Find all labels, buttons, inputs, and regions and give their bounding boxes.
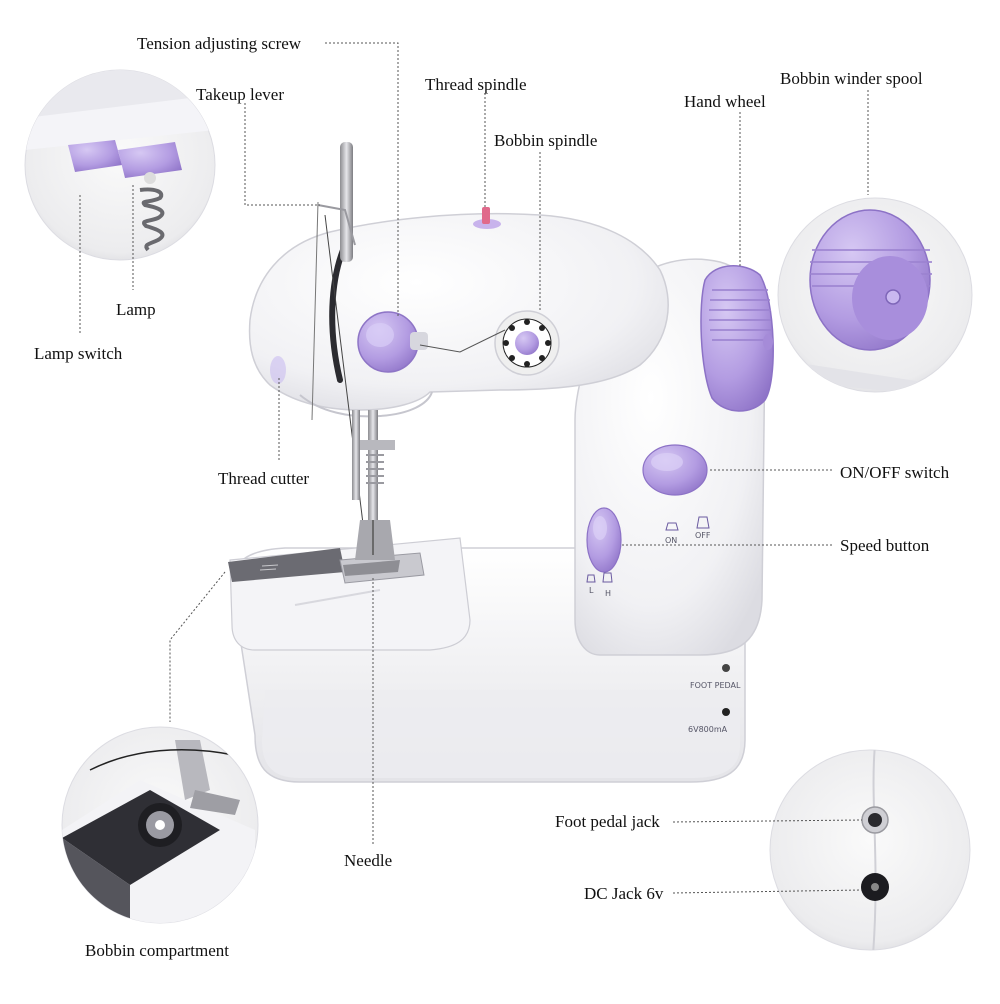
label-foot-pedal-jack: Foot pedal jack: [555, 812, 660, 831]
label-hand-wheel: Hand wheel: [684, 92, 766, 111]
speed-markings: L H: [586, 572, 613, 598]
leader-tension: [325, 42, 399, 318]
on-off-switch: [642, 444, 708, 496]
hand-wheel: [700, 265, 774, 412]
dc-rating-marking: 6V800mA: [688, 725, 728, 734]
label-bobbin-spindle: Bobbin spindle: [494, 131, 598, 150]
label-on-off-switch: ON/OFF switch: [840, 463, 950, 482]
inset-bobbin-compartment: [61, 726, 259, 924]
label-tension-adjusting-screw: Tension adjusting screw: [137, 34, 302, 53]
label-thread-cutter: Thread cutter: [218, 469, 310, 488]
label-takeup-lever: Takeup lever: [196, 85, 285, 104]
bobbin-spindle: [419, 310, 560, 376]
leader-bobbin-compartment: [169, 571, 226, 722]
inset-jacks: [769, 749, 971, 951]
needle-assembly: [343, 410, 400, 576]
machine-arm: [248, 212, 669, 411]
inset-lamp: [24, 69, 216, 261]
rear-jacks: FOOT PEDAL 6V800mA: [688, 664, 741, 734]
bobbin-cover-plate: [228, 548, 345, 582]
inset-bobbin-winder: [777, 197, 973, 393]
leader-lines: [79, 42, 869, 894]
label-thread-spindle: Thread spindle: [425, 75, 527, 94]
leader-foot-pedal: [672, 819, 863, 823]
low-marking: L: [589, 586, 594, 595]
takeup-lever: [311, 142, 366, 541]
on-marking: ON: [665, 536, 677, 545]
high-marking: H: [605, 589, 611, 598]
label-speed-button: Speed button: [840, 536, 930, 555]
speed-button: [586, 507, 622, 573]
leader-dc: [672, 889, 863, 894]
base-shadow-band: [262, 690, 740, 778]
label-bobbin-winder-spool: Bobbin winder spool: [780, 69, 923, 88]
label-lamp-switch: Lamp switch: [34, 344, 123, 363]
thread-spindle: [473, 207, 501, 229]
label-needle: Needle: [344, 851, 393, 870]
foot-pedal-marking: FOOT PEDAL: [690, 681, 741, 690]
label-lamp: Lamp: [116, 300, 156, 319]
leader-takeup: [244, 103, 320, 206]
off-marking: OFF: [695, 531, 711, 540]
on-off-markings: ON OFF: [665, 516, 711, 545]
sewing-machine: ON OFF L H: [228, 142, 774, 783]
label-bobbin-compartment: Bobbin compartment: [85, 941, 230, 960]
label-dc-jack: DC Jack 6v: [584, 884, 664, 903]
